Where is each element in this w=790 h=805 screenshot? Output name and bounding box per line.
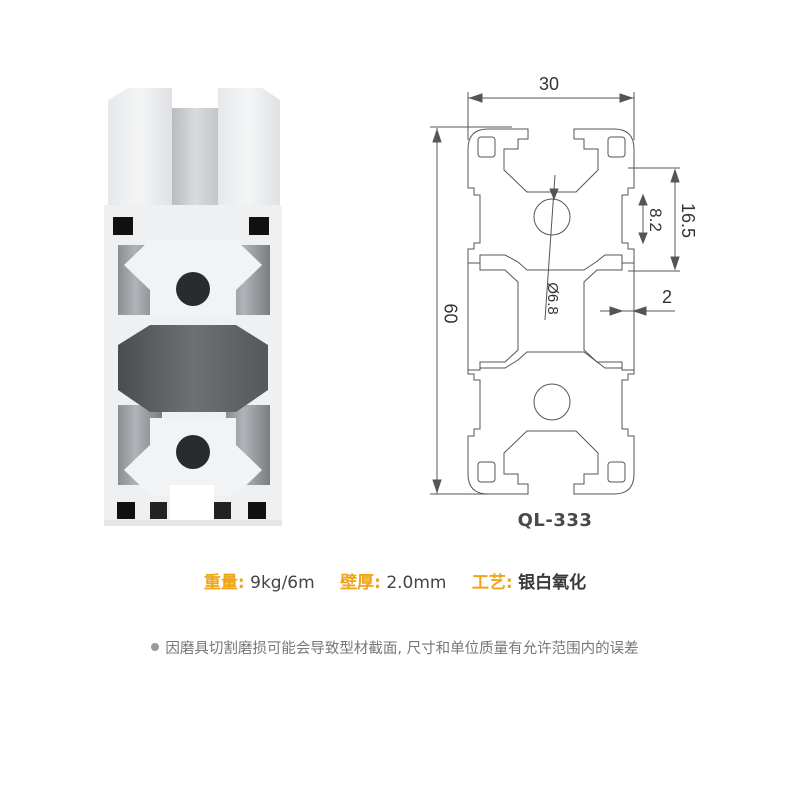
- spec-process-value: 银白氧化: [518, 573, 587, 593]
- model-number: QL-333: [517, 510, 593, 531]
- dim-width: 30: [539, 74, 560, 94]
- spec-weight-label: 重量:: [203, 573, 245, 593]
- spec-weight: 重量: 9kg/6m: [204, 568, 315, 593]
- spec-wall-value: 2.0mm: [386, 573, 447, 593]
- dim-height: 60: [440, 303, 461, 324]
- spec-process-label: 工艺:: [471, 573, 513, 593]
- spec-wall-label: 壁厚:: [340, 573, 381, 593]
- spec-weight-value: 9kg/6m: [250, 573, 315, 593]
- tolerance-note: 因磨具切割磨损可能会导致型材截面, 尺寸和单位质量有允许范围内的误差: [0, 637, 790, 658]
- dim-slot-outer: 16.5: [678, 202, 699, 239]
- tolerance-note-text: 因磨具切割磨损可能会导致型材截面, 尺寸和单位质量有允许范围内的误差: [165, 641, 639, 657]
- bullet-icon: [151, 643, 160, 651]
- dim-hole-diameter: Ø6.8: [543, 282, 561, 315]
- spec-process: 工艺: 银白氧化: [472, 568, 586, 593]
- dim-slot-inner: 8.2: [645, 208, 665, 232]
- spec-wall-thickness: 壁厚: 2.0mm: [340, 568, 446, 593]
- spec-list: 重量: 9kg/6m 壁厚: 2.0mm 工艺: 银白氧化: [0, 568, 790, 593]
- dim-wall: 2: [662, 287, 673, 307]
